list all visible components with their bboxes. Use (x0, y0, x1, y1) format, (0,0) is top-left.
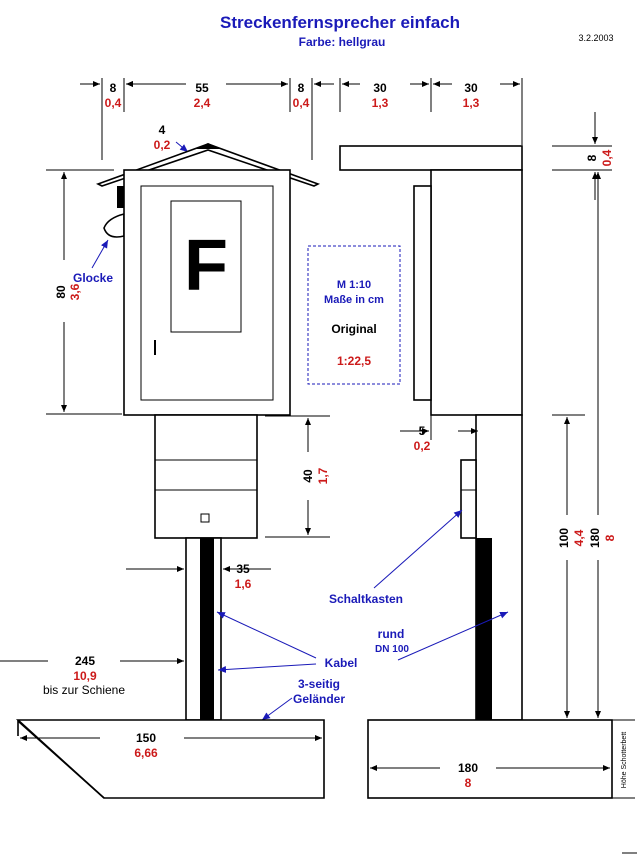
side-base (367, 719, 613, 799)
scale-line-2: Maße in cm (324, 294, 384, 306)
side-cable (476, 538, 492, 720)
side-roof (339, 145, 523, 171)
dim-railing-side-cm: 180 (458, 761, 478, 775)
f-letter: F (184, 226, 228, 306)
dim-body-width-orig: 2,4 (194, 96, 211, 110)
kabel-arrow-lower (217, 663, 317, 674)
dim-side-right-cm: 30 (464, 81, 478, 95)
switch-box-lock (200, 513, 210, 523)
glocke-label: Glocke (73, 271, 113, 285)
front-cable (200, 538, 214, 720)
front-base (15, 719, 325, 799)
f-plate (170, 200, 242, 333)
dn-label: DN 100 (375, 644, 409, 655)
bell-icon (103, 212, 125, 238)
gap-dimension (400, 415, 478, 440)
front-switch-box (154, 414, 258, 539)
dim-box-height-orig: 1,7 (316, 467, 330, 484)
front-housing (123, 169, 291, 416)
post-height-dimension (552, 414, 585, 718)
rund-label: rund (378, 627, 405, 641)
side-width-dimensions (339, 78, 523, 145)
dim-rail-distance-orig: 10,9 (73, 669, 97, 683)
schotterbett-label: Höhe Schotterbett (621, 732, 628, 788)
box-height-dimension (265, 415, 330, 538)
schaltkasten-arrow (373, 509, 463, 589)
dim-roof-right-orig: 0,4 (293, 96, 310, 110)
scale-box (307, 245, 401, 385)
rund-arrow (397, 611, 509, 661)
gelaender-arrow (261, 697, 293, 721)
dim-roof-left-orig: 0,4 (105, 96, 122, 110)
dim-roof-pitch-orig: 0,2 (154, 138, 171, 152)
dim-roof-thick-cm: 8 (585, 154, 599, 161)
dim-railing-front-orig: 6,66 (134, 746, 158, 760)
kabel-label: Kabel (325, 656, 358, 670)
scale-line-1: M 1:10 (337, 279, 371, 291)
roof-pitch-arrow (175, 141, 189, 153)
dim-post-height-orig: 4,4 (572, 529, 586, 546)
glocke-arrow (91, 239, 109, 269)
dim-post-width-cm: 35 (236, 562, 250, 576)
dim-side-left-orig: 1,3 (372, 96, 389, 110)
post-width-dimension (126, 546, 271, 590)
color-subtitle: Farbe: hellgrau (299, 35, 386, 49)
dim-body-height-cm: 80 (54, 285, 68, 299)
dim-rail-distance-cm: 245 (75, 654, 95, 668)
dim-rail-distance-note: bis zur Schiene (43, 683, 125, 697)
scale-line-4: 1:22,5 (337, 354, 371, 368)
schaltkasten-label: Schaltkasten (329, 592, 403, 606)
front-base-diagonal (17, 720, 105, 799)
front-door (140, 185, 274, 401)
dim-railing-side-orig: 8 (465, 776, 472, 790)
side-door-profile (413, 185, 432, 401)
dim-side-right-orig: 1,3 (463, 96, 480, 110)
bell-mount (117, 186, 125, 208)
dim-gap-cm: 5 (419, 424, 426, 438)
front-width-dimensions (80, 78, 334, 160)
body-height-dimension (46, 169, 122, 415)
dim-body-height-orig: 3,6 (68, 283, 82, 300)
scale-line-3: Original (331, 322, 376, 336)
date-label: 3.2.2003 (578, 33, 613, 43)
dim-body-width-cm: 55 (195, 81, 209, 95)
drawing-title: Streckenfernsprecher einfach (220, 13, 460, 32)
gelaender-label-1: 3-seitig (298, 677, 340, 691)
kabel-arrow-front (216, 611, 317, 659)
side-housing (430, 169, 523, 416)
dim-post-width-orig: 1,6 (235, 577, 252, 591)
dim-box-height-cm: 40 (301, 469, 315, 483)
dim-total-height-orig: 8 (603, 534, 617, 541)
gelaender-label-2: Geländer (293, 692, 345, 706)
roof-ridge-cap (196, 143, 222, 149)
dim-post-height-cm: 100 (557, 528, 571, 548)
dim-roof-pitch-cm: 4 (159, 123, 166, 137)
dim-gap-orig: 0,2 (414, 439, 431, 453)
dim-railing-front-cm: 150 (136, 731, 156, 745)
dim-side-left-cm: 30 (373, 81, 387, 95)
dim-roof-left-cm: 8 (110, 81, 117, 95)
dim-roof-thick-orig: 0,4 (600, 149, 614, 166)
side-switch-box (460, 459, 477, 539)
dim-roof-right-cm: 8 (298, 81, 305, 95)
dim-total-height-cm: 180 (588, 528, 602, 548)
